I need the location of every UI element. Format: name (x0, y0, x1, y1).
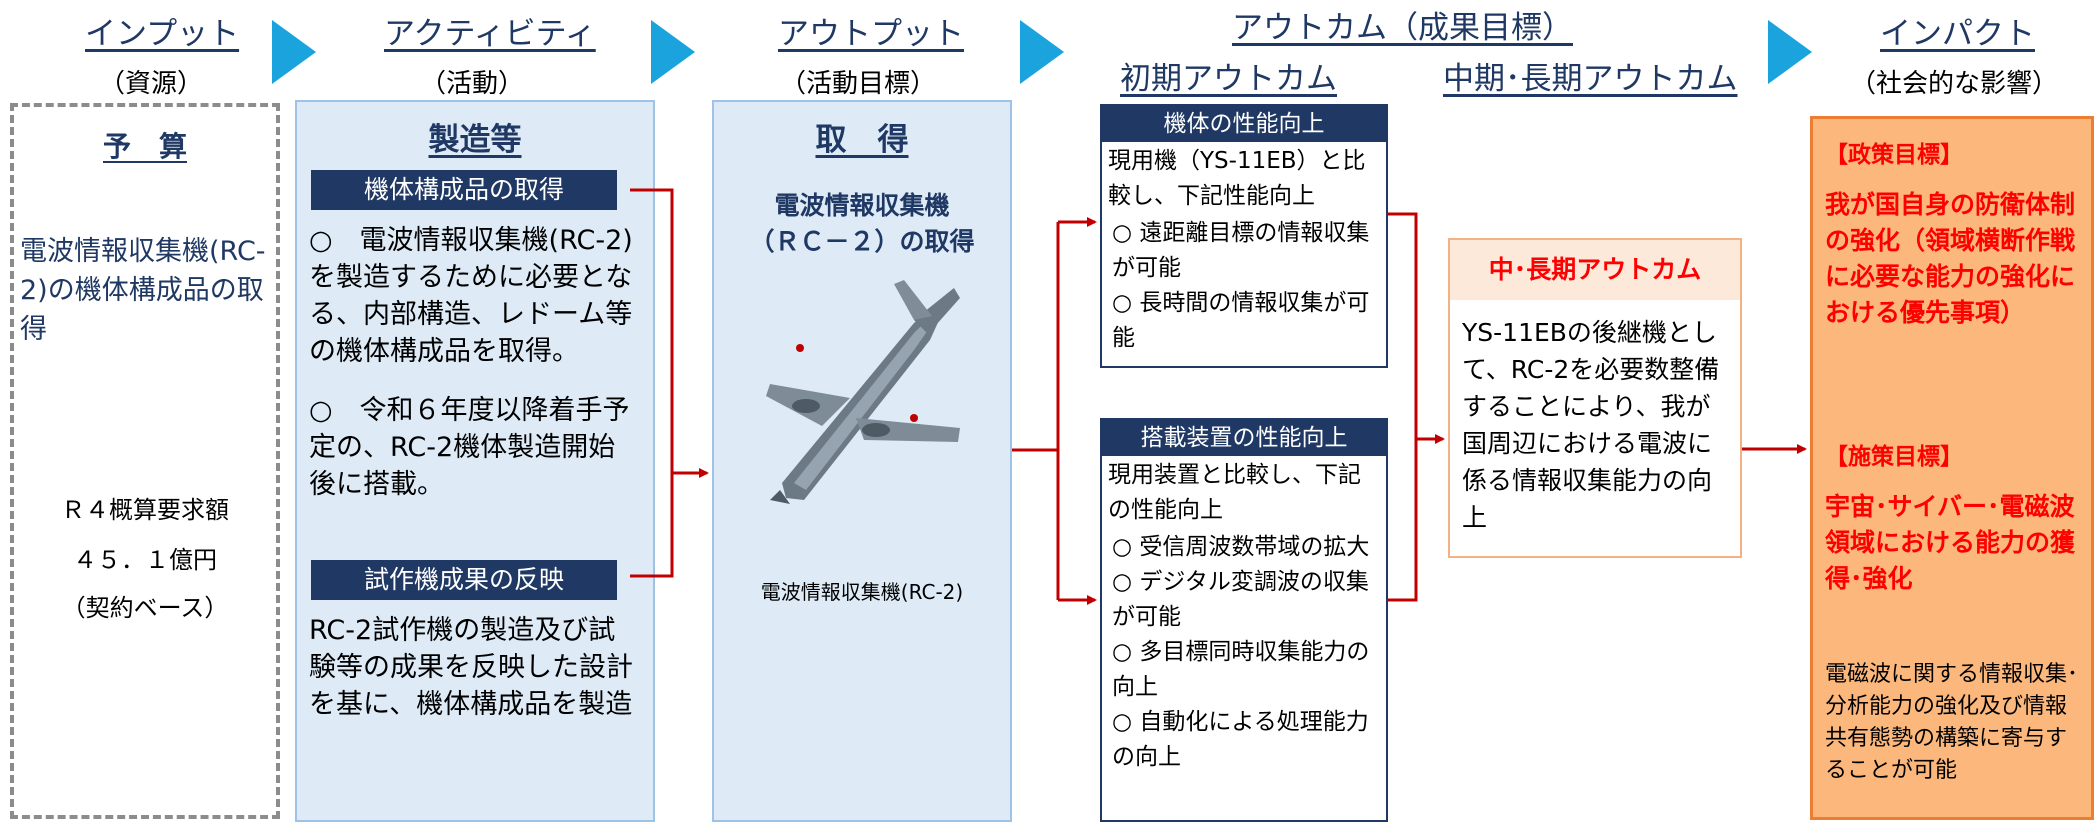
outcome-box-equipment-intro: 現用装置と比較し、下記の性能向上 (1108, 462, 1361, 523)
budget-value: ４５．１億円 (73, 546, 217, 574)
output-heading: 取 得 (815, 122, 909, 158)
header-impact: インパクト (1880, 16, 2035, 52)
output-title-line2: （ＲＣ－２）の取得 (749, 227, 975, 256)
outcome-box-equipment-item: ○ 多目標同時収集能力の向上 (1112, 639, 1370, 700)
outcome-box-equipment-item: ○ 受信周波数帯域の拡大 (1112, 534, 1370, 560)
outcome-box-airframe-title: 機体の性能向上 (1102, 106, 1386, 142)
mid-long-outcome-box: 中･長期アウトカム YS-11EBの後継機として、RC-2を必要数整備することに… (1448, 238, 1742, 558)
flow-arrow-icon (1768, 20, 1812, 84)
input-description: 電波情報収集機(RC-2)の機体構成品の取得 (20, 236, 266, 345)
rc2-aircraft-image (766, 280, 960, 504)
outcome-box-equipment: 搭載装置の性能向上 現用装置と比較し、下記の性能向上 ○ 受信周波数帯域の拡大 … (1100, 418, 1388, 822)
input-heading: 予 算 (102, 130, 187, 163)
header-input-sub: （資源） (99, 69, 204, 99)
outcome-box-airframe-item: ○ 遠距離目標の情報収集が可能 (1112, 220, 1370, 281)
outcome-box-equipment-title: 搭載装置の性能向上 (1102, 420, 1386, 456)
outcome-box-airframe: 機体の性能向上 現用機（YS-11EB）と比較し、下記性能向上 ○ 遠距離目標の… (1100, 104, 1388, 368)
budget-basis: （契約ベース） (61, 594, 229, 622)
outcome-box-airframe-item: ○ 長時間の情報収集が可能 (1112, 290, 1370, 351)
header-activity: アクティビティ (384, 16, 596, 52)
header-output-sub: （活動目標） (780, 69, 937, 99)
output-title-line1: 電波情報収集機 (774, 191, 950, 220)
connector-initial-bracket (1388, 212, 1418, 602)
header-outcome: アウトカム（成果目標） (1232, 10, 1573, 46)
policy-goal-label: 【政策目標】 (1825, 142, 1963, 168)
measure-goal-label: 【施策目標】 (1825, 444, 1963, 470)
header-output: アウトプット (778, 16, 964, 52)
activity-block1-text1: ○ 電波情報収集機(RC-2)を製造するために必要となる、内部構造、レドーム等の… (309, 225, 633, 367)
mid-long-outcome-heading: 中･長期アウトカム (1450, 240, 1740, 300)
impact-panel: 【政策目標】 我が国自身の防衛体制の強化（領域横断作戦に必要な能力の強化における… (1810, 116, 2094, 820)
budget-label: Ｒ４概算要求額 (61, 496, 229, 524)
policy-goal-text: 我が国自身の防衛体制の強化（領域横断作戦に必要な能力の強化における優先事項） (1825, 190, 2076, 327)
activity-block1-text2: ○ 令和６年度以降着手予定の、RC-2機体製造開始後に搭載。 (309, 395, 630, 500)
header-activity-sub: （活動） (420, 69, 525, 99)
flow-arrow-icon (272, 20, 316, 84)
flow-arrow-icon (1020, 20, 1064, 84)
outcome-box-equipment-item: ○ 自動化による処理能力の向上 (1112, 709, 1369, 770)
flow-arrow-icon (651, 20, 695, 84)
header-outcome-mid-long: 中期･長期アウトカム (1443, 61, 1738, 97)
outcome-box-airframe-intro: 現用機（YS-11EB）と比較し、下記性能向上 (1108, 148, 1366, 209)
output-panel: 取 得 電波情報収集機 （ＲＣ－２）の取得 電波情報収集機(RC-2) (712, 100, 1012, 822)
measure-goal-text: 宇宙･サイバー･電磁波領域における能力の獲得･強化 (1825, 492, 2076, 593)
aircraft-caption: 電波情報収集機(RC-2) (760, 580, 964, 604)
input-panel: 予 算 電波情報収集機(RC-2)の機体構成品の取得 Ｒ４概算要求額 ４５．１億… (10, 103, 280, 819)
activity-block2-title: 試作機成果の反映 (311, 560, 617, 600)
header-input: インプット (85, 16, 240, 52)
outcome-box-equipment-item: ○ デジタル変調波の収集が可能 (1112, 569, 1369, 630)
activity-panel: 製造等 機体構成品の取得 ○ 電波情報収集機(RC-2)を製造するために必要とな… (295, 100, 655, 822)
impact-note: 電磁波に関する情報収集･分析能力の強化及び情報共有態勢の構築に寄与することが可能 (1825, 662, 2079, 783)
header-outcome-initial: 初期アウトカム (1120, 61, 1337, 97)
activity-block1-title: 機体構成品の取得 (311, 170, 617, 210)
mid-long-outcome-text: YS-11EBの後継機として、RC-2を必要数整備することにより、我が国周辺にお… (1462, 318, 1720, 532)
activity-block2-text: RC-2試作機の製造及び試験等の成果を反映した設計を基に、機体構成品を製造 (309, 615, 633, 720)
activity-heading: 製造等 (428, 122, 522, 158)
header-impact-sub: （社会的な影響） (1850, 69, 2059, 99)
